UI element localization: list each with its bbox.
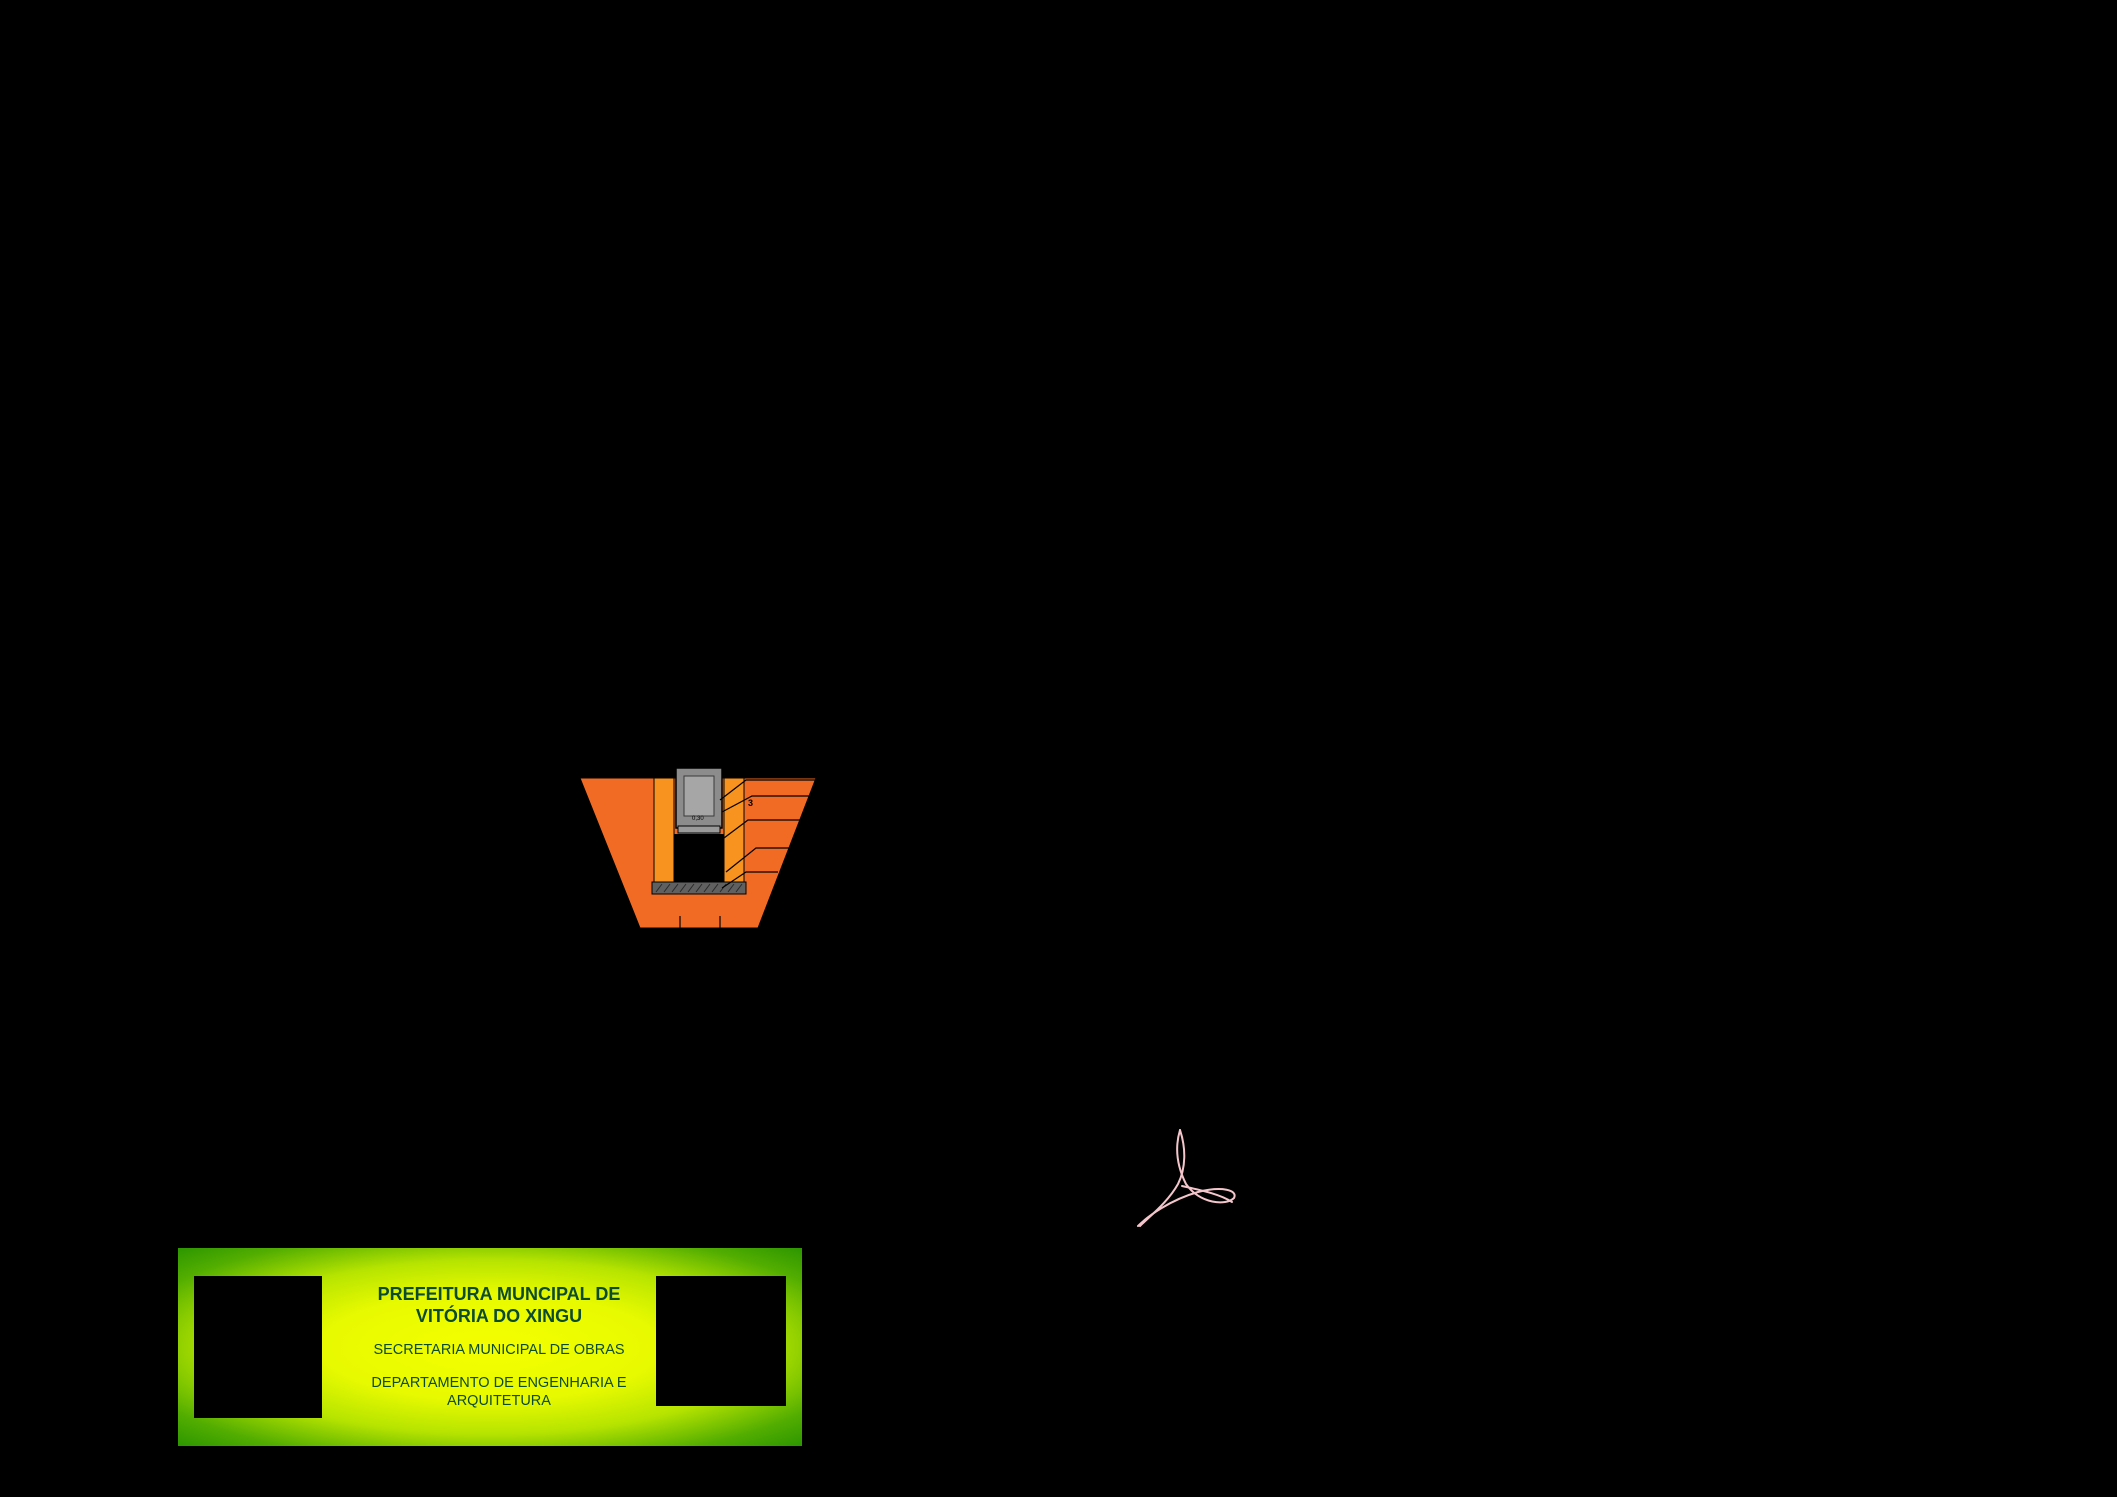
side-dimension-label: 3: [748, 798, 753, 808]
municipal-logo-right: [656, 1276, 786, 1406]
backfill-left: [653, 777, 675, 883]
municipality-name: PREFEITURA MUNCIPAL DE VITÓRIA DO XINGU: [377, 1284, 621, 1326]
title-block: PREFEITURA MUNCIPAL DE VITÓRIA DO XINGU …: [178, 1248, 802, 1446]
foundation-shaft: [674, 834, 724, 882]
municipal-logo-left: [194, 1276, 322, 1418]
foundation-section-detail: 0,30 3: [579, 767, 817, 929]
beam-dimension-label: 0,30: [692, 816, 704, 822]
department-name: DEPARTAMENTO DE ENGENHARIA E ARQUITETURA: [371, 1375, 627, 1409]
beam-bottom-plate: [677, 825, 721, 834]
acrobat-logo-icon: [1137, 1129, 1236, 1227]
secretariat-name: SECRETARIA MUNICIPAL DE OBRAS: [373, 1342, 625, 1358]
beam-core: [683, 775, 715, 817]
leader-lines: [679, 779, 816, 928]
